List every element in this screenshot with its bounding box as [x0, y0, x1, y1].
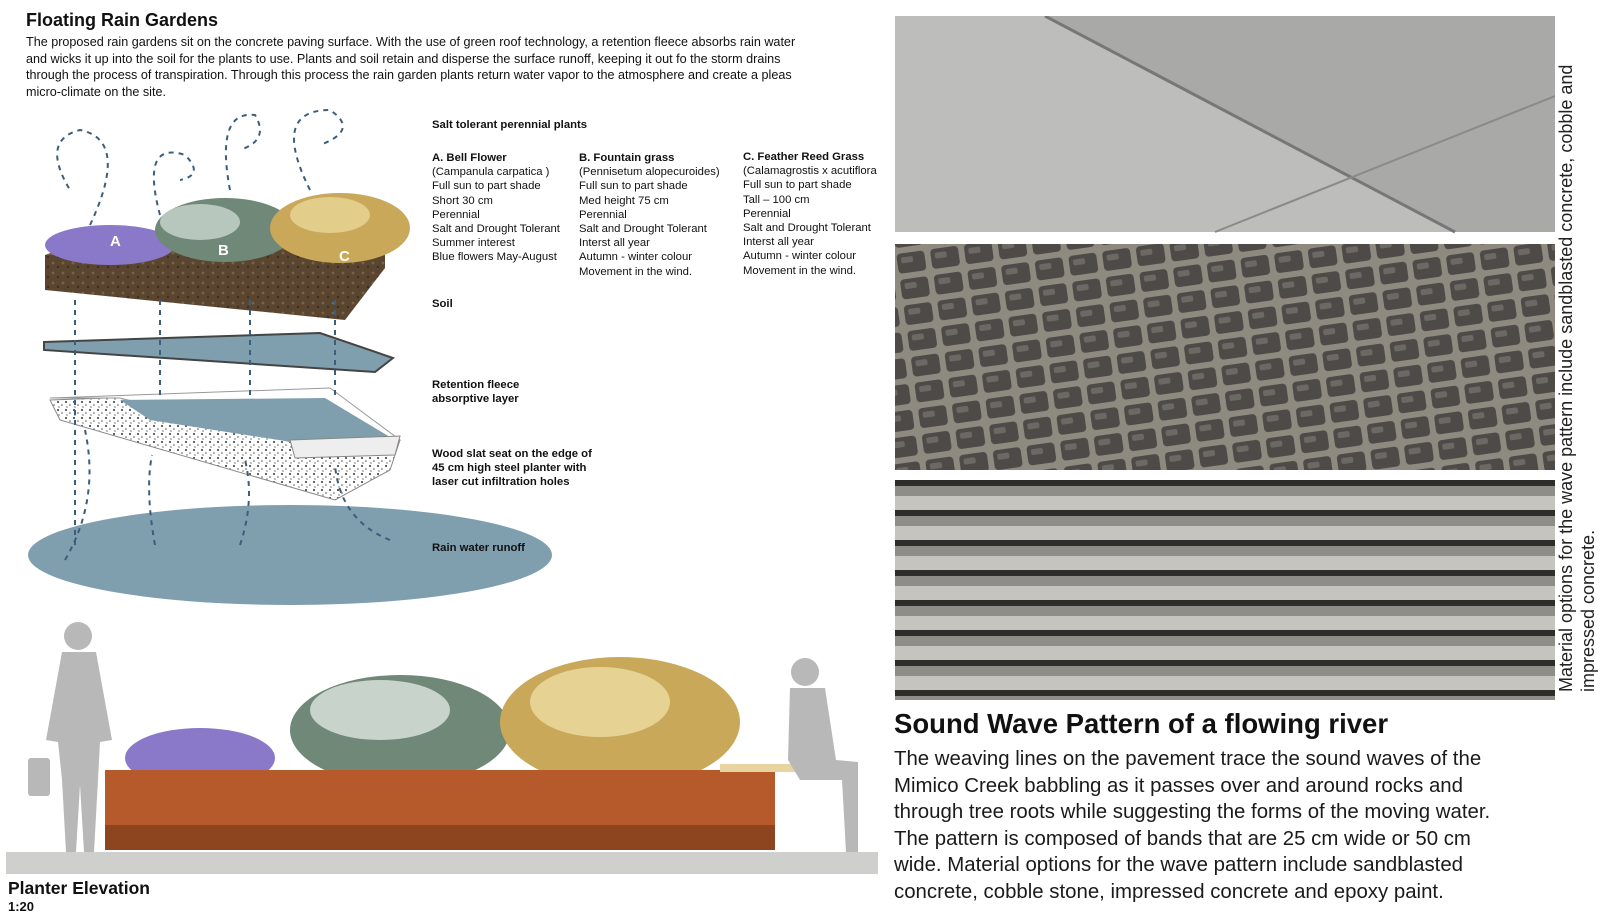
intro-line: micro-climate on the site.	[26, 84, 166, 99]
plant-line: Movement in the wind.	[579, 265, 693, 278]
fleece-label: Retention fleece absorptive layer	[432, 378, 519, 406]
plant-line: Med height 75 cm	[579, 194, 669, 207]
seat-label: Wood slat seat on the edge of 45 cm high…	[432, 447, 592, 489]
body-line: Mimico Creek babbling as it passes over …	[894, 774, 1463, 797]
steel-planter-tray	[49, 387, 402, 501]
plant-line: Full sun to part shade	[743, 179, 852, 192]
plant-line: Tall – 100 cm	[743, 193, 810, 206]
material-photos	[895, 16, 1555, 700]
page-title: Floating Rain Gardens	[26, 10, 219, 30]
plant-line: Blue flowers May-August	[432, 251, 557, 264]
intro-paragraph: The proposed rain gardens sit on the con…	[26, 34, 888, 100]
plant-line: Interst all year	[579, 237, 650, 250]
seat-line: laser cut infiltration holes	[432, 476, 570, 488]
water-flow-arrows	[64, 300, 391, 561]
marker-c: C	[339, 248, 350, 265]
plant-col-a: A. Bell Flower (Campanula carpatica ) Fu…	[432, 151, 572, 265]
plant-line: Movement in the wind.	[743, 264, 857, 277]
materials-vertical-caption: Material options for the wave pattern in…	[1555, 12, 1599, 692]
plant-line: Interst all year	[743, 236, 814, 249]
intro-line: and wicks it up into the soil for the pl…	[26, 51, 781, 66]
intro-line: The proposed rain gardens sit on the con…	[26, 35, 796, 49]
ground-strip	[6, 852, 878, 874]
infiltration-holes	[105, 825, 775, 850]
body-line: The weaving lines on the pavement trace …	[894, 748, 1482, 770]
impressed-concrete-photo	[895, 480, 1555, 700]
soil-label: Soil	[432, 298, 453, 310]
plant-line: Full sun to part shade	[579, 180, 688, 193]
cobble-stone-photo	[895, 244, 1555, 470]
salt-heading: Salt tolerant perennial plants	[432, 119, 588, 131]
plant-col-c: C. Feather Reed Grass (Calamagrostis x a…	[743, 150, 883, 278]
seated-person-silhouette	[788, 658, 858, 852]
seat-line: Wood slat seat on the edge of	[432, 448, 592, 460]
caption-line: impressed concrete.	[1578, 529, 1598, 692]
plant-line: Salt and Drought Tolerant	[432, 223, 560, 236]
marker-a: A	[110, 233, 121, 250]
plant-line: Perennial	[579, 208, 627, 221]
plant-line: Autumn - winter colour	[743, 250, 857, 263]
plant-line: (Calamagrostis x acutiflora	[743, 165, 877, 178]
plant-line: (Pennisetum alopecuroides)	[579, 166, 720, 179]
retention-fleece-layer	[43, 331, 396, 374]
standing-person-silhouette	[28, 622, 112, 852]
runoff-label: Rain water runoff	[432, 542, 525, 554]
caption-line: Material options for the wave pattern in…	[1556, 64, 1576, 692]
fleece-line: absorptive layer	[432, 393, 519, 405]
sound-wave-title: Sound Wave Pattern of a flowing river	[894, 708, 1389, 739]
plant-line: Autumn - winter colour	[579, 251, 693, 264]
planter-elevation-drawing	[6, 622, 878, 874]
seat-line: 45 cm high steel planter with	[432, 462, 587, 474]
elevation-title: Planter Elevation	[8, 878, 150, 898]
intro-line: through the process of transpiration. Th…	[26, 68, 792, 83]
plant-line: (Campanula carpatica )	[432, 166, 550, 179]
plant-line: Short 30 cm	[432, 194, 493, 207]
plant-col-b: B. Fountain grass (Pennisetum alopecuroi…	[579, 151, 739, 279]
plant-line: Salt and Drought Tolerant	[743, 222, 871, 235]
sandblasted-concrete-photo	[895, 16, 1555, 234]
plant-line: Salt and Drought Tolerant	[579, 223, 707, 236]
plant-line: Full sun to part shade	[432, 180, 541, 193]
exploded-planter-diagram	[28, 108, 552, 605]
fleece-line: Retention fleece	[432, 379, 520, 391]
runoff-ellipse	[28, 505, 552, 605]
plant-mass	[45, 193, 410, 265]
plant-heading: C. Feather Reed Grass	[743, 151, 865, 163]
marker-b: B	[218, 242, 229, 259]
plant-line: Perennial	[743, 207, 791, 220]
body-line: wide. Material options for the wave patt…	[894, 854, 1464, 877]
elevation-plants	[125, 657, 740, 788]
plant-heading: A. Bell Flower	[432, 152, 507, 164]
body-line: through tree roots while suggesting the …	[894, 801, 1491, 824]
elevation-scale: 1:20	[8, 899, 35, 914]
vapor-swirls	[56, 108, 344, 226]
plant-line: Perennial	[432, 208, 480, 221]
wood-slat-seat	[720, 764, 808, 772]
body-line: The pattern is composed of bands that ar…	[894, 827, 1471, 850]
plant-line: Summer interest	[432, 237, 515, 250]
sound-wave-body: The weaving lines on the pavement trace …	[894, 746, 1554, 906]
body-line: concrete, cobble stone, impressed concre…	[894, 880, 1444, 903]
plant-heading: B. Fountain grass	[579, 152, 675, 164]
